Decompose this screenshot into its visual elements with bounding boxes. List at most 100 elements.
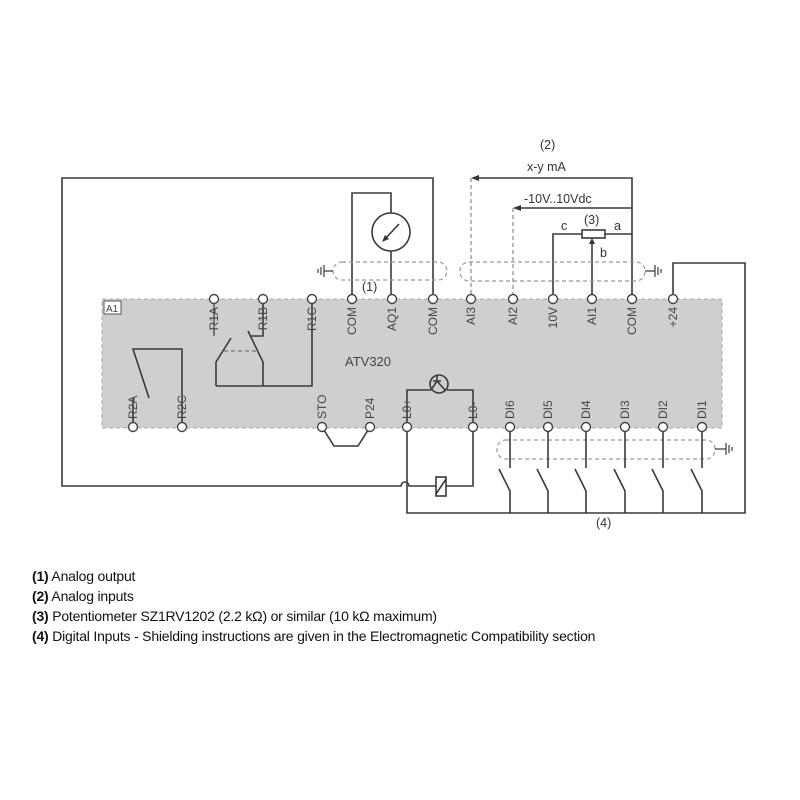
legend-number: (3)	[32, 608, 49, 624]
legend-number: (4)	[32, 628, 49, 644]
terminal-10v	[547, 293, 559, 305]
terminal-r2a	[127, 421, 139, 433]
terminal-com	[626, 293, 638, 305]
ground-icon	[715, 443, 733, 455]
terminal-label: AI2	[506, 307, 520, 325]
wire-com-meter	[351, 192, 392, 299]
terminal-label: R1A	[207, 307, 221, 330]
legend-item: (2) Analog inputs	[32, 586, 595, 606]
wire-r1c	[216, 299, 313, 387]
terminal-label: DI3	[618, 400, 632, 419]
potentiometer-icon	[581, 229, 606, 299]
switch-icon	[613, 427, 626, 513]
legend-text: Potentiometer SZ1RV1202 (2.2 kΩ) or simi…	[48, 608, 437, 624]
wire-outer-loop	[61, 177, 436, 487]
terminal-r1a	[208, 293, 220, 305]
ground-icon	[317, 265, 333, 277]
wire-plus24-loop	[406, 262, 746, 514]
callout-analog-inputs: (2)	[540, 138, 555, 152]
pot-terminal-c: c	[561, 219, 567, 233]
terminal-label: L0-	[466, 402, 480, 419]
terminal-label: R1B	[256, 307, 270, 330]
terminal-label: DI4	[579, 400, 593, 419]
terminal-label: STO	[315, 395, 329, 419]
terminal-label: DI2	[656, 400, 670, 419]
terminal-p24	[364, 421, 376, 433]
terminal-label: +24	[666, 307, 680, 328]
callout-analog-output: (1)	[362, 280, 377, 294]
legend-item: (1) Analog output	[32, 566, 595, 586]
legend-text: Analog output	[48, 568, 136, 584]
voltage-range-label: -10V..10Vdc	[524, 192, 592, 206]
terminal-di3	[619, 421, 631, 433]
terminal-di6	[504, 421, 516, 433]
legend-item: (4) Digital Inputs - Shielding instructi…	[32, 626, 595, 646]
switch-icon	[536, 427, 549, 513]
terminal-label: R2A	[126, 396, 140, 419]
switch-icon	[574, 427, 587, 513]
terminal-label: COM	[426, 307, 440, 335]
shield-digital-inputs	[496, 439, 716, 460]
callout-potentiometer: (3)	[584, 213, 599, 227]
terminal-ai2	[507, 293, 519, 305]
switch-icon	[215, 337, 232, 386]
wire-com-current	[478, 177, 633, 299]
terminal-r1c	[306, 293, 318, 305]
terminal-ai3	[465, 293, 477, 305]
terminal-ai1	[586, 293, 598, 305]
ground-icon	[645, 265, 662, 277]
terminal-label: DI6	[503, 400, 517, 419]
terminal-r1b	[257, 293, 269, 305]
drive-body	[101, 298, 723, 429]
terminal-label: R2C	[175, 395, 189, 419]
terminal-label: R1C	[305, 307, 319, 331]
wiring-diagram: A1 ATV320 (1) (2) x-y mA -10V..10Vdc c (…	[61, 138, 746, 530]
switch-icon	[131, 348, 183, 427]
wire-pot	[552, 233, 632, 299]
terminal-com	[427, 293, 439, 305]
sto-p24-jumper	[321, 426, 371, 447]
pot-terminal-b: b	[600, 246, 607, 260]
switch-icon	[651, 427, 664, 513]
device-name: ATV320	[345, 354, 391, 369]
switch-icon	[690, 427, 703, 513]
terminal-l0plus	[401, 421, 413, 433]
terminal-aq1	[386, 293, 398, 305]
wire-transistor	[406, 389, 474, 427]
legend: (1) Analog output (2) Analog inputs (3) …	[32, 566, 595, 646]
terminal-label: AI1	[585, 307, 599, 325]
terminal-label: COM	[345, 307, 359, 335]
terminal-di5	[542, 421, 554, 433]
wire-l0-minus	[446, 427, 474, 487]
terminal-l0minus	[467, 421, 479, 433]
terminal-label: COM	[625, 307, 639, 335]
meter-icon	[371, 212, 411, 252]
switch-icon	[247, 299, 264, 386]
terminal-r2c	[176, 421, 188, 433]
legend-item: (3) Potentiometer SZ1RV1202 (2.2 kΩ) or …	[32, 606, 595, 626]
terminal-plus24	[667, 293, 679, 305]
legend-text: Analog inputs	[48, 588, 134, 604]
terminal-com	[346, 293, 358, 305]
pot-terminal-a: a	[614, 219, 621, 233]
terminal-label: P24	[363, 397, 377, 419]
legend-number: (2)	[32, 588, 49, 604]
current-range-label: x-y mA	[527, 160, 567, 174]
shield-analog-output	[332, 261, 448, 281]
terminal-label: DI1	[695, 400, 709, 419]
terminal-sto	[316, 421, 328, 433]
terminal-di1	[696, 421, 708, 433]
module-label: A1	[106, 304, 119, 315]
legend-number: (1)	[32, 568, 49, 584]
transistor-icon	[429, 374, 449, 394]
terminal-label: 10V	[546, 307, 560, 328]
module-label-box	[103, 300, 122, 315]
relay-coil-icon	[435, 476, 447, 497]
switch-icon	[498, 427, 511, 513]
callout-digital-inputs: (4)	[596, 516, 611, 530]
terminal-label: DI5	[541, 400, 555, 419]
terminal-label: L0+	[400, 399, 414, 419]
legend-text: Digital Inputs - Shielding instructions …	[48, 628, 596, 644]
terminal-label: AQ1	[385, 307, 399, 331]
terminal-di4	[580, 421, 592, 433]
